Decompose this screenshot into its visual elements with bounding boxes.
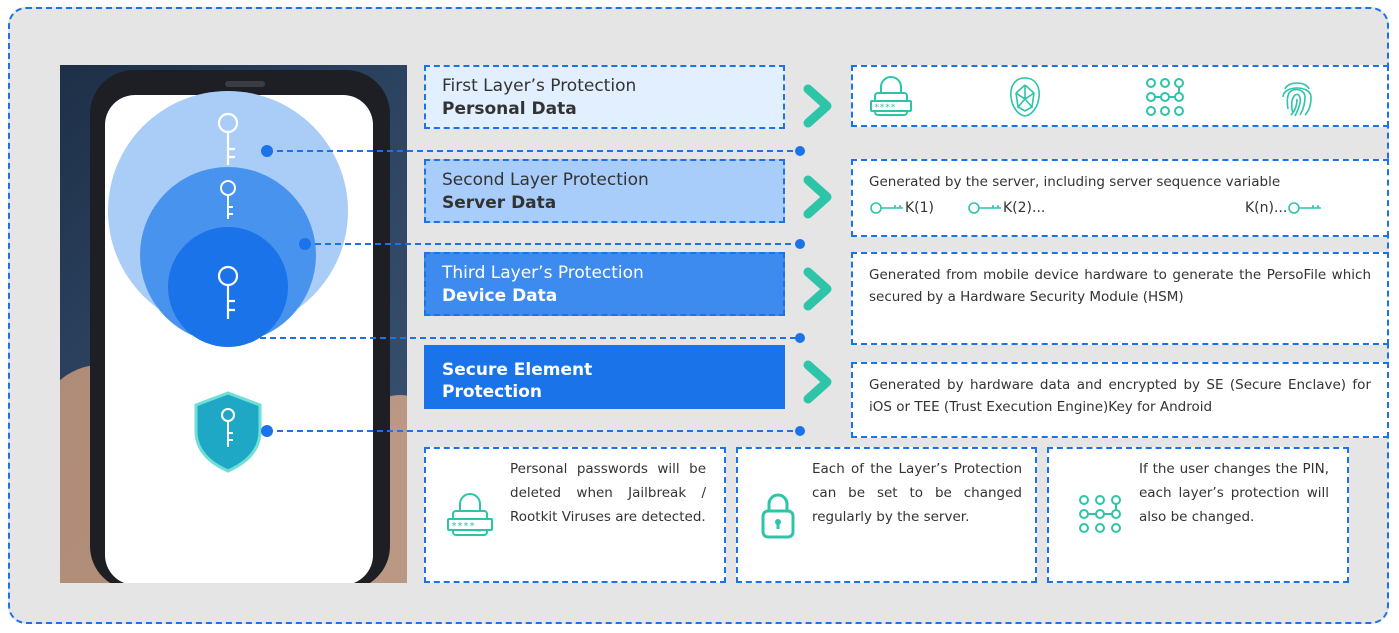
personal-data-methods: ****_ (851, 65, 1389, 127)
layer-subtitle: Personal Data (442, 99, 577, 119)
server-detail-text: Generated by the server, including serve… (869, 174, 1281, 190)
pattern-icon (1146, 78, 1184, 116)
svg-text:****_: ****_ (451, 521, 482, 532)
note-text: Personal passwords will be deleted when … (510, 461, 706, 525)
layer-circles (108, 91, 348, 473)
secure-element-detail-text: Generated by hardware data and encrypted… (869, 377, 1371, 415)
key-icon (870, 202, 903, 214)
note-jailbreak: ****_ Personal passwords will be deleted… (424, 447, 726, 583)
layer-second: Second Layer Protection Server Data (424, 159, 785, 223)
pattern-icon (1079, 495, 1121, 533)
note-text: Each of the Layer’s Protection can be se… (812, 461, 1022, 525)
chevron-right-icon (803, 360, 832, 404)
layer-subtitle: Device Data (442, 286, 558, 306)
layer-first: First Layer’s Protection Personal Data (424, 65, 785, 129)
fingerprint-icon (1282, 82, 1312, 117)
key-icon (217, 265, 239, 319)
layer-third: Third Layer’s Protection Device Data (424, 252, 785, 316)
layer-secure-element: Secure Element Protection (424, 345, 785, 409)
note-pin-change: If the user changes the PIN, each layer’… (1047, 447, 1349, 583)
layer-subtitle: Secure Element Protection (442, 360, 593, 402)
key-icon (217, 112, 239, 165)
key-label: K(n)... (1245, 200, 1288, 216)
layer-title: Second Layer Protection (442, 170, 649, 190)
secure-element-detail: Generated by hardware data and encrypted… (851, 362, 1389, 438)
shield-key-icon (194, 391, 262, 473)
key-sequence: K(1) K(2)... K(n)... (869, 197, 1369, 221)
chevron-right-icon (803, 267, 832, 311)
layer-subtitle: Server Data (442, 193, 557, 213)
phone-speaker (225, 81, 265, 87)
key-label: K(1) (905, 200, 935, 216)
note-regular-change: Each of the Layer’s Protection can be se… (736, 447, 1037, 583)
key-label: K(2)... (1003, 200, 1046, 216)
svg-text:****_: ****_ (874, 103, 902, 113)
key-icon (968, 202, 1001, 214)
device-detail-text: Generated from mobile device hardware to… (869, 267, 1371, 305)
padlock-icon (761, 493, 795, 539)
chevron-right-icon (803, 175, 832, 219)
key-icon (220, 180, 236, 219)
password-lock-icon: ****_ (447, 493, 493, 536)
key-icon (1288, 202, 1322, 214)
layer-title: First Layer’s Protection (442, 76, 637, 96)
note-text: If the user changes the PIN, each layer’… (1139, 461, 1329, 525)
password-lock-icon: ****_ (870, 76, 912, 116)
layer-title: Third Layer’s Protection (442, 263, 644, 283)
server-data-detail: Generated by the server, including serve… (851, 159, 1389, 237)
face-recognition-icon (1010, 77, 1040, 117)
chevron-right-icon (803, 84, 832, 128)
device-data-detail: Generated from mobile device hardware to… (851, 252, 1389, 345)
